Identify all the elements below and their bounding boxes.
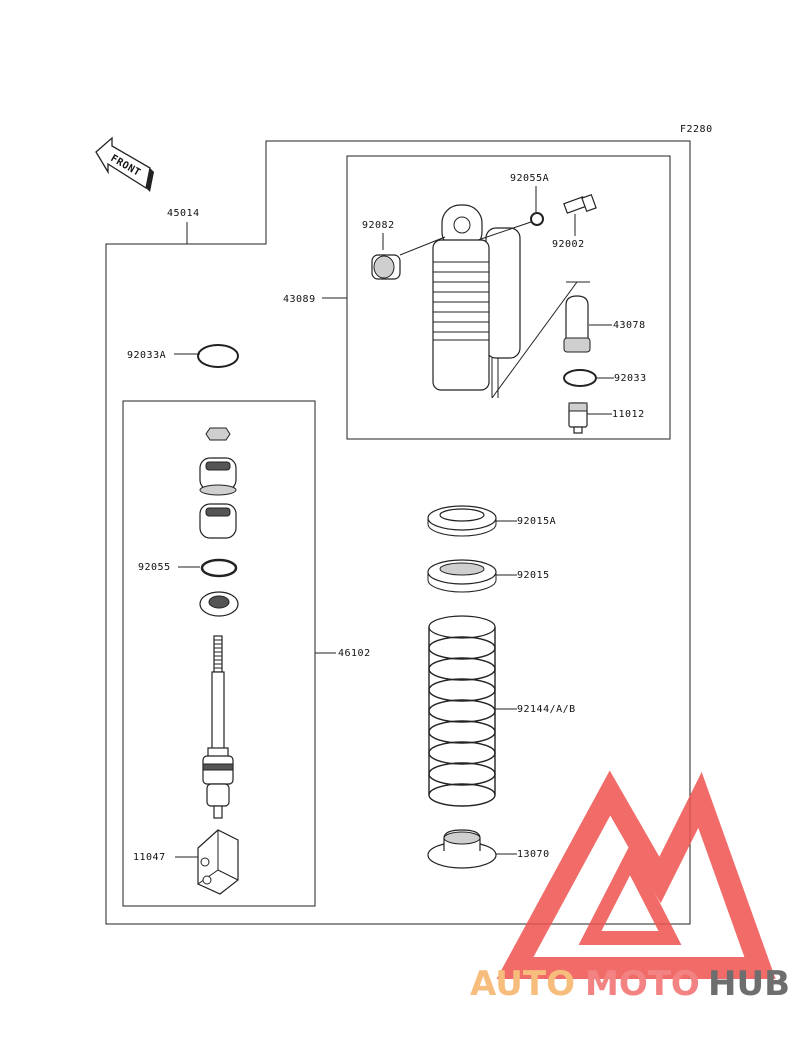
label-92015A: 92015A bbox=[517, 516, 556, 527]
label-43089: 43089 bbox=[283, 294, 316, 305]
cap-part bbox=[563, 295, 591, 353]
collar-part bbox=[371, 254, 401, 280]
o-ring-part bbox=[200, 558, 238, 578]
svg-text:HUB: HUB bbox=[708, 964, 790, 1004]
shock-absorber-body bbox=[432, 204, 521, 398]
label-92055: 92055 bbox=[138, 562, 171, 573]
label-45014: 45014 bbox=[167, 208, 200, 219]
label-46102: 46102 bbox=[338, 648, 371, 659]
bracket-part bbox=[197, 829, 239, 895]
label-43078: 43078 bbox=[613, 320, 646, 331]
label-92082: 92082 bbox=[362, 220, 395, 231]
diagram-code: F2280 bbox=[680, 124, 713, 135]
valve-part bbox=[568, 402, 588, 434]
label-13070: 13070 bbox=[517, 849, 550, 860]
bushing-upper-part bbox=[199, 457, 237, 496]
label-92033A: 92033A bbox=[127, 350, 166, 361]
label-92033: 92033 bbox=[614, 373, 647, 384]
svg-text:MOTO: MOTO bbox=[585, 964, 700, 1004]
circlip-large-part bbox=[197, 344, 239, 368]
label-92144: 92144/A/B bbox=[517, 704, 576, 715]
o-ring-upper-part bbox=[530, 212, 544, 226]
damper-rod-part bbox=[202, 635, 234, 819]
bolt-part bbox=[563, 193, 597, 214]
seal-part bbox=[199, 591, 239, 617]
nut-part bbox=[427, 559, 497, 593]
damper-nut-part bbox=[205, 427, 231, 441]
label-92055A: 92055A bbox=[510, 173, 549, 184]
bushing-lower-part bbox=[199, 503, 237, 539]
spring-part bbox=[428, 615, 496, 807]
label-11047: 11047 bbox=[133, 852, 166, 863]
svg-text:AUTO: AUTO bbox=[470, 964, 575, 1004]
front-arrow-icon: FRONT bbox=[95, 136, 154, 192]
spring-seat-part bbox=[427, 829, 497, 869]
circlip-small-part bbox=[563, 369, 597, 387]
label-92015: 92015 bbox=[517, 570, 550, 581]
automotohub-logo: AUTO MOTO HUB bbox=[470, 770, 790, 1004]
nut-a-part bbox=[427, 505, 497, 537]
assembly-frame bbox=[105, 140, 691, 925]
label-92002: 92002 bbox=[552, 239, 585, 250]
label-11012: 11012 bbox=[612, 409, 645, 420]
